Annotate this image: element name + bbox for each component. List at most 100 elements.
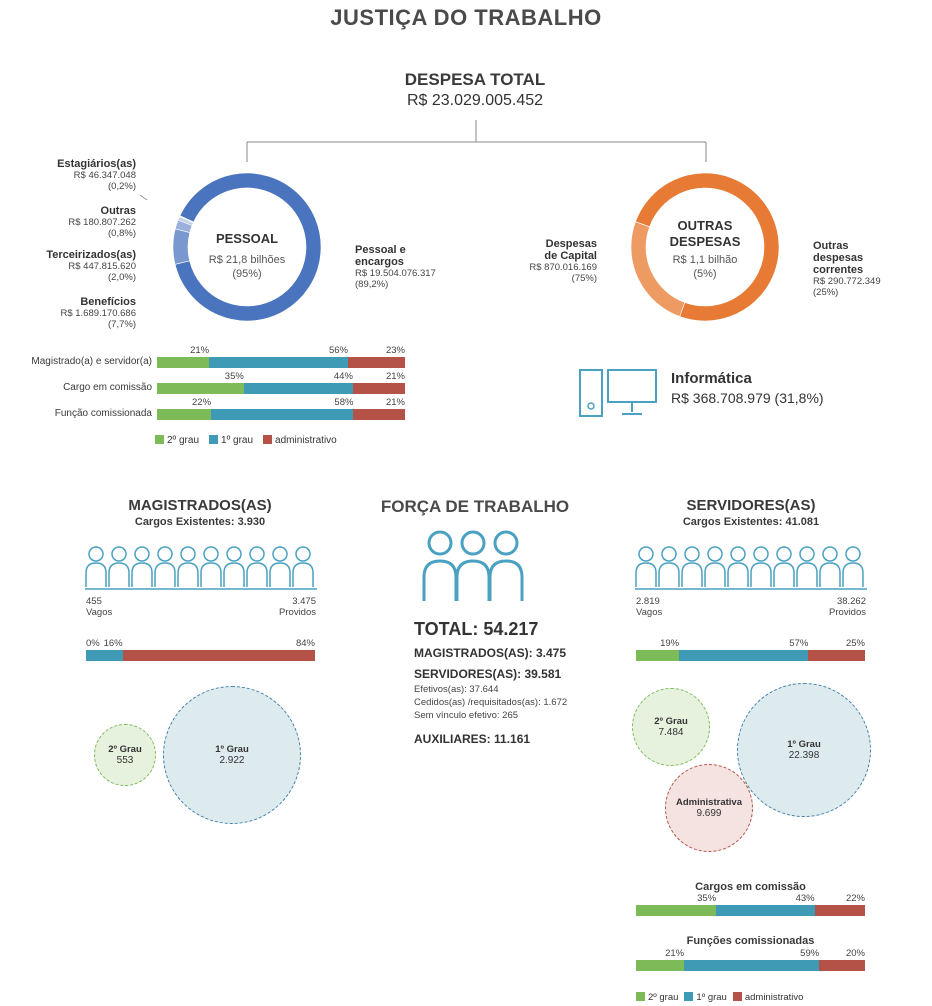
cargos-segment-0 [636, 905, 717, 916]
bubble-label: 2º Grau [654, 715, 688, 727]
magistrados-label-0: 0% [86, 638, 100, 649]
servidores-providos-label: Providos [829, 607, 866, 618]
person-icon [177, 546, 199, 587]
servidores-segment-2 [808, 650, 865, 661]
donut-slice-outras-despesas-correntes [630, 221, 686, 317]
bubble-value: 9.699 [696, 807, 722, 819]
person-icon [750, 546, 772, 587]
capital-label1: Despesas [545, 238, 597, 250]
legend-label-adm: administrativo [275, 435, 337, 446]
forca-cedidos: Cedidos(as) /requisitados(as): 1.672 [414, 697, 568, 708]
cargos-label-1: 43% [795, 893, 815, 904]
person-icon [635, 546, 657, 587]
legend-bottom-item-adm: administrativo [732, 992, 804, 1003]
magistrados-label-2: 84% [295, 638, 315, 649]
row-label-funcao-comissionada: Função comissionada [54, 408, 152, 419]
servidores-people-icons [635, 546, 867, 590]
row-2-label-1: 58% [334, 397, 354, 408]
bubble-label: Administrativa [675, 796, 742, 808]
legend-bottom: 2º grau 1º grau administrativo [636, 992, 803, 1003]
cargos-segment-2 [814, 905, 865, 916]
beneficios-label: Benefícios [80, 296, 136, 308]
bubble-value: 22.398 [788, 749, 820, 761]
row-1-bar [157, 383, 405, 394]
forca-magistrados: MAGISTRADOS(AS): 3.475 [414, 646, 567, 660]
servidores-existentes: Cargos Existentes: 41.081 [682, 516, 820, 528]
row-1-segment-2 [352, 383, 405, 394]
outras-despesas-title2: DESPESAS [669, 234, 741, 249]
row-1-label-2: 21% [385, 371, 405, 382]
row-0-label-0: 21% [190, 345, 210, 356]
person-icon [85, 546, 107, 587]
correntes-label3: correntes [813, 264, 864, 276]
legend-bottom-swatch-green [636, 992, 645, 1001]
row-label-magistrado-servidor: Magistrado(a) e servidor(a) [31, 356, 152, 367]
beneficios-amount: R$ 1.689.170.686 [60, 308, 136, 319]
legend-swatch-teal [209, 435, 219, 444]
legend-bottom-swatch-teal [684, 992, 694, 1001]
magistrados-providos-label: Providos [279, 607, 316, 618]
cargos-comissao-title: Cargos em comissão [695, 881, 806, 893]
donut-slice-despesas-de-capital [635, 172, 780, 322]
legend-bottom-label-1grau: 1º grau [696, 992, 727, 1003]
row-1-label-1: 44% [333, 371, 353, 382]
person-icon [704, 546, 726, 587]
legend-top: 2º grau 1º grau administrativo [155, 435, 337, 446]
magistrados-label-1: 16% [103, 638, 123, 649]
legend-bottom-item-2grau: 2º grau [636, 992, 678, 1003]
magistrados-segment-1 [86, 650, 123, 661]
legend-bottom-label-2grau: 2º grau [648, 992, 679, 1003]
terceirizados-label: Terceirizados(as) [46, 249, 136, 261]
forca-sem-vinculo: Sem vínculo efetivo: 265 [414, 710, 519, 721]
bubble-label: 1º Grau [787, 738, 821, 750]
servidores-segment-1 [679, 650, 809, 661]
person-icon [223, 546, 245, 587]
magistrados-providos-num: 3.475 [292, 596, 316, 607]
despesa-value: R$ 23.029.005.452 [406, 92, 544, 109]
estagiarios-pct: (0,2%) [108, 181, 136, 192]
forca-efetivos: Efetivos(as): 37.644 [414, 684, 499, 695]
cargos-label-0: 35% [697, 893, 717, 904]
legend-bottom-swatch-red [732, 992, 742, 1001]
magistrados-vagos-num: 455 [86, 596, 102, 607]
funcoes-segment-2 [819, 960, 865, 971]
magistrados-title: MAGISTRADOS(AS) [128, 497, 272, 514]
servidores-bar [636, 650, 865, 661]
person-icon [681, 546, 703, 587]
funcoes-bar [636, 960, 865, 971]
correntes-label1: Outras [813, 240, 849, 252]
row-2-segment-2 [353, 409, 405, 420]
despesa-title: DESPESA TOTAL [404, 70, 546, 89]
row-0-segment-1 [209, 357, 348, 368]
informatica-title: Informática [671, 370, 752, 387]
servidores-vagos-label: Vagos [636, 607, 663, 618]
row-2-segment-1 [211, 409, 354, 420]
row-2-label-2: 21% [385, 397, 405, 408]
legend-bottom-label-adm: administrativo [744, 992, 804, 1003]
cargos-segment-1 [716, 905, 815, 916]
person-icon [246, 546, 268, 587]
correntes-amount: R$ 290.772.349 [813, 276, 881, 287]
legend-bottom-item-1grau: 1º grau [684, 992, 727, 1003]
servidores-label-1: 57% [789, 638, 809, 649]
row-2-segment-0 [157, 409, 212, 420]
servidores-title: SERVIDORES(AS) [686, 497, 816, 514]
person-icon [292, 546, 314, 587]
pessoal-value: R$ 21,8 bilhões [208, 254, 286, 266]
person-icon [131, 546, 153, 587]
row-1-label-0: 35% [224, 371, 244, 382]
row-1-segment-0 [157, 383, 244, 394]
donut-outras-despesas [630, 172, 780, 322]
bubble-value: 553 [116, 754, 134, 766]
row-2-bar [157, 409, 405, 420]
row-2-label-0: 22% [192, 397, 212, 408]
funcoes-label-2: 20% [845, 948, 865, 959]
person-icon [727, 546, 749, 587]
person-icon [154, 546, 176, 587]
donut-slice-estagi-rios-as- [179, 215, 194, 224]
pessoal-encargos-label1: Pessoal e [355, 244, 406, 256]
pessoal-encargos-label2: encargos [355, 256, 404, 268]
